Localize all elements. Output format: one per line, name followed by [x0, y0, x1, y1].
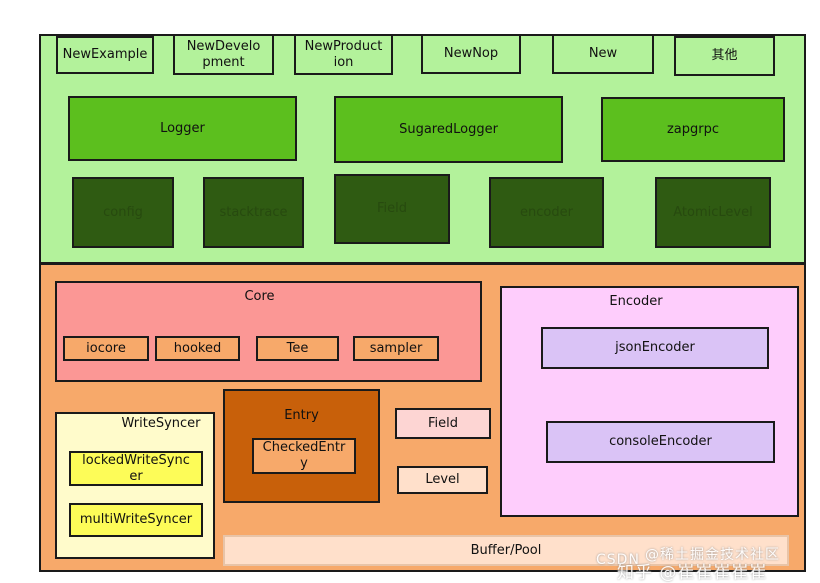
encoder-component-box: encoder: [489, 177, 604, 248]
constructor-new-production: NewProduct ion: [294, 34, 393, 75]
encoder-region: [500, 286, 799, 517]
console-encoder-box: consoleEncoder: [546, 421, 775, 463]
watermark-juejin: @稀土掘金技术社区: [645, 547, 780, 563]
encoder-title: Encoder: [609, 294, 663, 309]
entry-title: Entry: [284, 408, 319, 423]
checked-entry-box: CheckedEntr y: [252, 438, 356, 474]
field-component-box: Field: [334, 174, 450, 244]
core-item-iocore: iocore: [63, 336, 149, 361]
core-item-tee: Tee: [256, 336, 339, 361]
multi-write-syncer-box: multiWriteSyncer: [69, 503, 203, 537]
buffer-pool-box: Buffer/Pool: [223, 535, 789, 566]
core-region: [55, 281, 482, 382]
core-title: Core: [244, 289, 275, 304]
constructor-other: 其他: [674, 36, 775, 76]
zapgrpc-box: zapgrpc: [601, 97, 785, 162]
writesyncer-title: WriteSyncer: [121, 416, 201, 431]
constructor-new-development: NewDevelo pment: [173, 34, 274, 75]
core-item-sampler: sampler: [353, 336, 439, 361]
level-box: Level: [397, 466, 488, 494]
constructor-new-nop: NewNop: [421, 34, 521, 74]
stacktrace-box: stacktrace: [203, 177, 304, 248]
locked-write-syncer-box: lockedWriteSync er: [69, 451, 203, 486]
json-encoder-box: jsonEncoder: [541, 327, 769, 369]
field-box: Field: [395, 408, 491, 439]
constructor-new: New: [552, 34, 654, 74]
watermark-csdn: CSDN: [596, 552, 640, 568]
logger-box: Logger: [68, 96, 297, 161]
core-item-hooked: hooked: [155, 336, 240, 361]
atomic-level-box: AtomicLevel: [655, 177, 771, 248]
config-box: config: [72, 177, 174, 248]
sugared-logger-box: SugaredLogger: [334, 96, 563, 163]
watermark-zhihu: 知乎 @崔崔崔崔崔: [617, 563, 768, 583]
constructor-new-example: NewExample: [56, 36, 154, 74]
